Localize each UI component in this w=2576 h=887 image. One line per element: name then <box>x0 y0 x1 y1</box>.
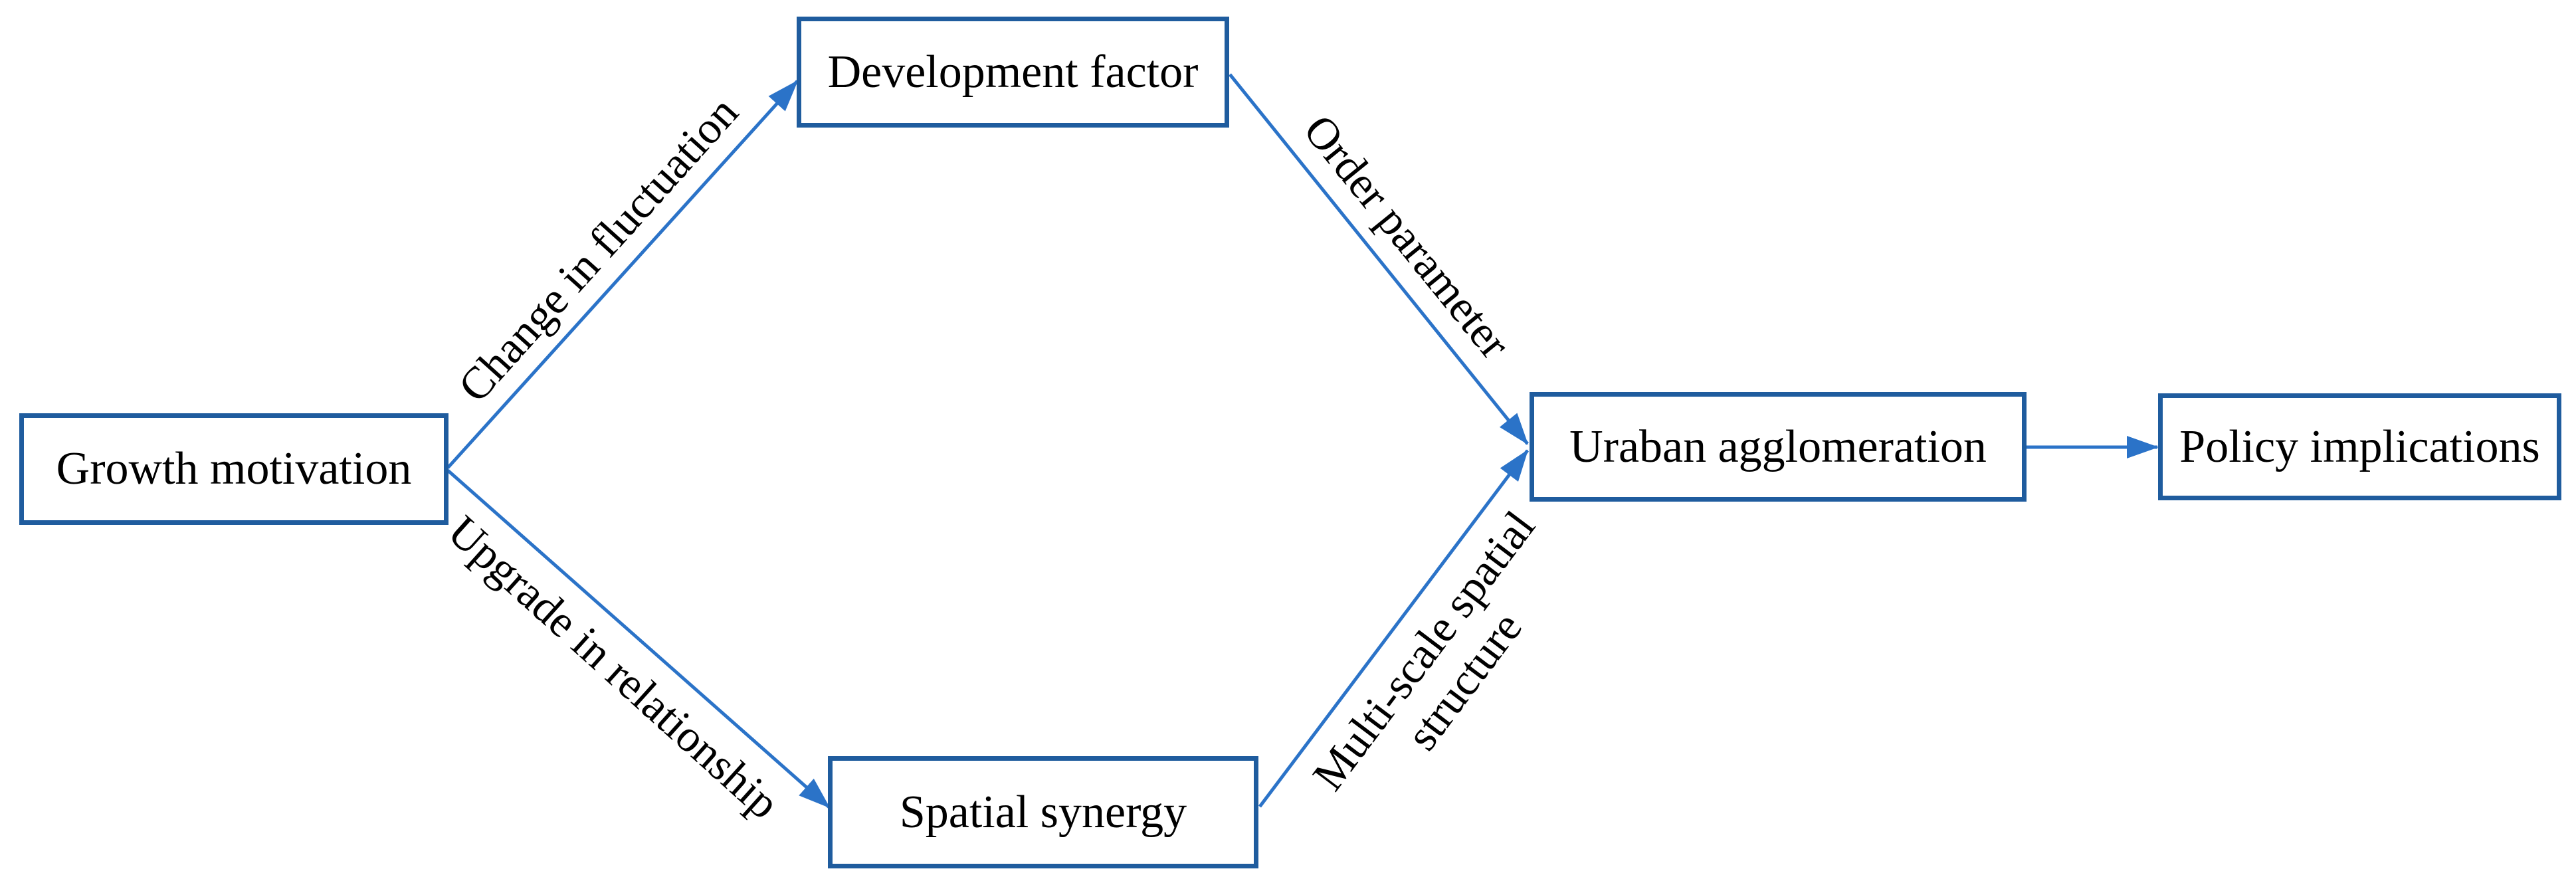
edge-spatial-to-urban-arrow <box>1258 449 1529 808</box>
node-spatial-synergy-label: Spatial synergy <box>899 786 1187 838</box>
node-growth-motivation: Growth motivation <box>19 413 448 525</box>
edge-development-to-urban-arrow <box>1229 73 1529 445</box>
node-development-factor: Development factor <box>797 17 1229 128</box>
node-urban-agglomeration: Uraban agglomeration <box>1530 392 2027 502</box>
edge-growth-to-spatial-arrow <box>446 469 831 809</box>
edge-growth-to-development-arrow <box>446 80 799 469</box>
node-urban-agglomeration-label: Uraban agglomeration <box>1569 421 1987 472</box>
node-policy-implications: Policy implications <box>2158 393 2561 500</box>
node-policy-implications-label: Policy implications <box>2179 421 2540 472</box>
node-growth-motivation-label: Growth motivation <box>56 443 412 494</box>
node-spatial-synergy: Spatial synergy <box>828 756 1258 868</box>
node-development-factor-label: Development factor <box>827 46 1199 98</box>
